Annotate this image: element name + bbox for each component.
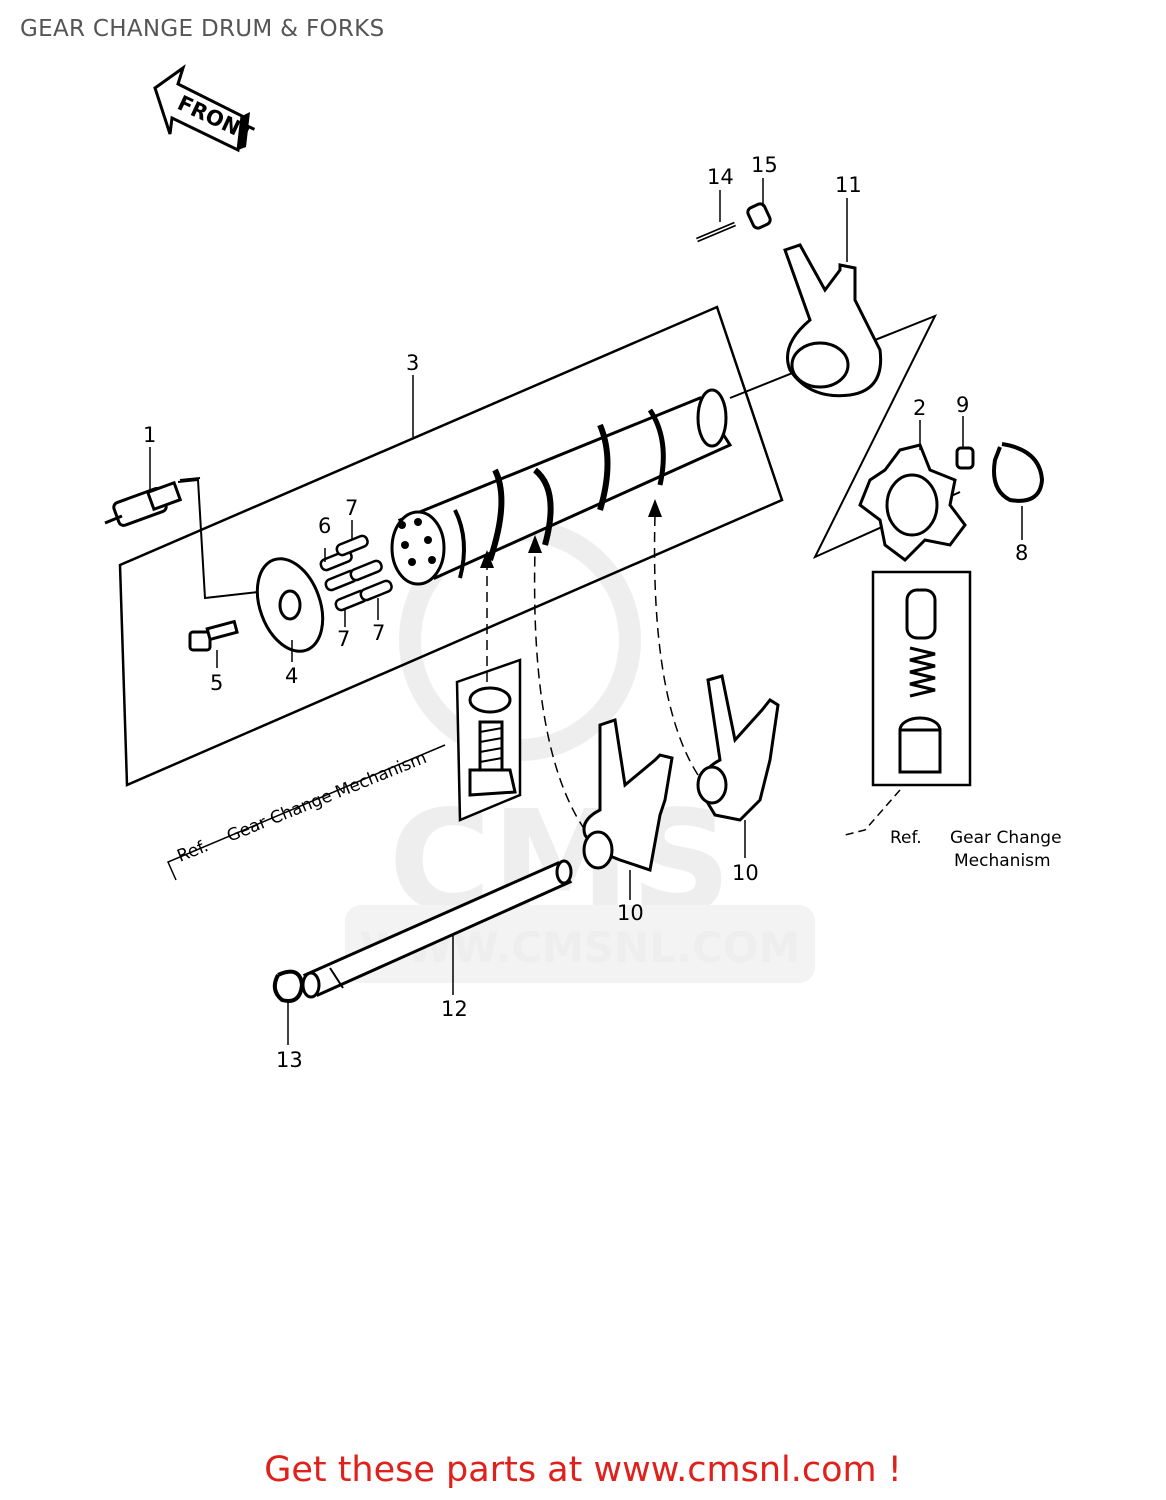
ref-right-line1: Gear Change — [950, 828, 1062, 848]
part-number-4: 4 — [285, 664, 298, 688]
ref-box-left — [455, 658, 522, 822]
part-number-15: 15 — [751, 153, 778, 177]
part-number-5: 5 — [210, 671, 223, 695]
part-number-11: 11 — [835, 173, 862, 197]
shift-fork-10-left — [582, 718, 674, 872]
ref-right-leader — [844, 789, 901, 836]
neutral-switch-1 — [104, 477, 201, 527]
shift-drum — [390, 388, 733, 586]
front-arrow-icon: FRONT — [153, 64, 257, 153]
exploded-parts-diagram: CMS WWW.CMSNL.COM FRONT — [104, 64, 1062, 1072]
part-number-10-a: 10 — [617, 901, 644, 925]
circlip-8 — [992, 442, 1045, 503]
part-number-3: 3 — [406, 351, 419, 375]
part-number-7-c: 7 — [372, 621, 385, 645]
drum-star-plate-2 — [858, 443, 967, 562]
part-number-13: 13 — [276, 1048, 303, 1072]
fork-arrow-right — [653, 514, 699, 776]
part-number-12: 12 — [441, 997, 468, 1021]
part-number-2: 2 — [913, 396, 926, 420]
part-number-9: 9 — [956, 393, 969, 417]
ref-right-ref: Ref. — [890, 828, 922, 848]
drum-assembly-outline — [118, 305, 784, 787]
shift-fork-10-right — [696, 674, 780, 822]
footer-link-text[interactable]: Get these parts at www.cmsnl.com ! — [264, 1450, 902, 1490]
roller-15 — [746, 202, 772, 230]
part-number-14: 14 — [707, 165, 734, 189]
part-number-6: 6 — [318, 514, 331, 538]
leader-line — [177, 478, 259, 600]
pin-14 — [696, 221, 736, 243]
screw-5 — [188, 619, 239, 652]
drum-plate-4 — [255, 557, 325, 653]
ref-right-line2: Mechanism — [954, 851, 1051, 871]
circlip-13 — [272, 969, 305, 1003]
part-number-8: 8 — [1015, 541, 1028, 565]
drum-pins — [319, 534, 393, 612]
page-title: GEAR CHANGE DRUM & FORKS — [20, 16, 385, 42]
shift-fork-11 — [783, 243, 883, 398]
fork-arrow-left — [533, 549, 586, 831]
fork-shaft-12 — [301, 859, 573, 999]
part-number-7-b: 7 — [337, 627, 350, 651]
dowel-pin-9 — [955, 446, 975, 470]
part-number-1: 1 — [143, 423, 156, 447]
ref-left-bracket — [167, 744, 446, 881]
part-number-7-a: 7 — [345, 496, 358, 520]
ref-box-right — [871, 570, 972, 787]
part-number-10-b: 10 — [732, 861, 759, 885]
leader-lines — [149, 178, 1023, 1045]
